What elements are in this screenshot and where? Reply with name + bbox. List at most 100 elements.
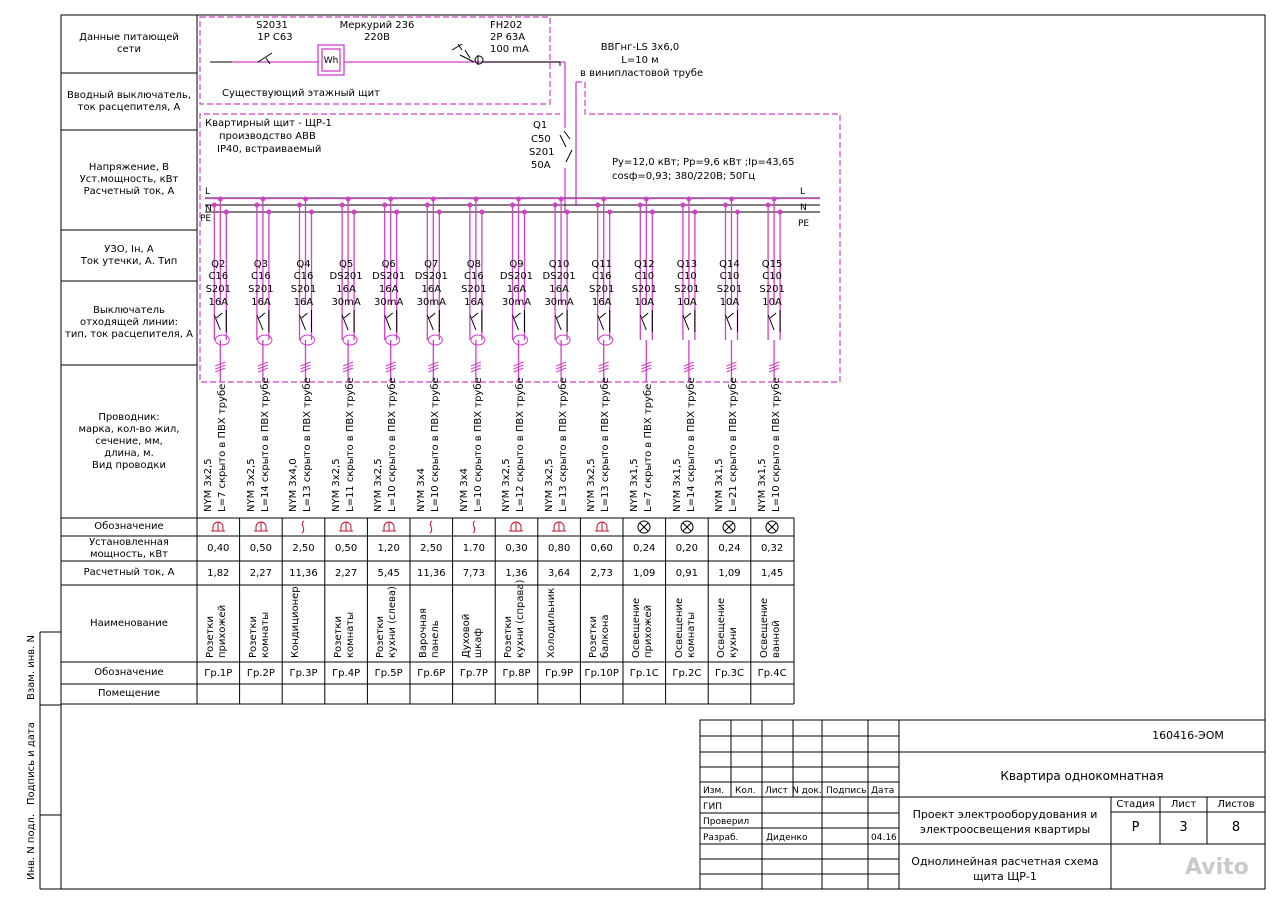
breaker-b3-0: 16A (208, 296, 229, 308)
breaker-b2-5: 16A (421, 283, 442, 295)
sheet-label: Лист (1170, 799, 1197, 810)
name-4: Розетки кухни (слева) (375, 586, 399, 658)
label-room: Помещение (97, 688, 161, 699)
breaker-symbol-q11 (597, 310, 614, 373)
conductor-laying-13: L=10 скрыто в ПВХ трубе (770, 377, 782, 512)
breaker-b2-12: S201 (716, 283, 743, 295)
breaker-b1-9: C16 (591, 270, 612, 282)
hdr-list: Лист (765, 786, 788, 796)
fh202-leak: 100 mA (490, 44, 529, 55)
breaker-b2-10: S201 (631, 283, 658, 295)
breaker-q-8: Q10 (548, 258, 570, 270)
name-8: Холодильник (545, 587, 557, 658)
name-7: Розетки кухни (справа) (503, 579, 527, 658)
meter-label: Меркурий 236 (339, 20, 415, 31)
socket-icon (538, 518, 581, 536)
name-1: Розетки комнаты (247, 611, 271, 658)
current-7: 1,36 (505, 567, 528, 579)
breaker-q-2: Q4 (296, 258, 311, 270)
power-11: 0,20 (675, 543, 699, 554)
feeder-q6 (382, 196, 400, 382)
name-5: Варочная панель (418, 607, 441, 658)
breaker-q-7: Q9 (509, 258, 524, 270)
breaker-b3-11: 10A (677, 296, 697, 308)
socket-icon (197, 518, 240, 536)
conductor-laying-3: L=11 скрыто в ПВХ трубе (344, 377, 356, 512)
conductor-mark-8: NYM 3x2,5 (543, 458, 555, 512)
breaker-b1-3: DS201 (329, 270, 363, 282)
q1-name: Q1 (533, 120, 548, 131)
current-9: 2,73 (590, 567, 613, 579)
breaker-b3-8: 30mA (544, 296, 574, 308)
breaker-b1-11: C10 (677, 270, 697, 282)
current-0: 1,82 (207, 567, 230, 579)
breaker-b1-2: C16 (293, 270, 314, 282)
apartment-panel-line1: Квартирный щит - ЩР-1 (205, 118, 332, 129)
label-power: Установленная мощность, кВт (89, 536, 169, 560)
label-name: Наименование (90, 617, 168, 629)
breaker-b1-1: C16 (251, 270, 271, 282)
breaker-symbol-q9 (512, 310, 528, 373)
designation-3: Гр.4Р (332, 667, 361, 679)
sheet-title: Однолинейная расчетная схема щита ЩР-1 (911, 855, 1099, 883)
hdr-kol: Кол. (735, 786, 756, 796)
sheets-label: Листов (1217, 799, 1255, 810)
doc-code: 160416-ЭОМ (1152, 729, 1224, 742)
q1-current: 50А (531, 160, 551, 171)
bus-n-label-right: N (800, 203, 807, 213)
lamp-icon (623, 518, 666, 536)
hdr-podp: Подпись (826, 786, 867, 796)
power-3: 0,50 (334, 543, 358, 554)
power-10: 0,24 (633, 543, 656, 554)
breaker-b2-7: 16A (506, 283, 527, 295)
power-1: 0,50 (249, 543, 273, 554)
breaker-symbol-q5 (341, 310, 358, 373)
name-9: Розетки балкона (588, 614, 612, 658)
stamp-inv-original: Инв. N подл. (26, 813, 37, 880)
label-designation-2: Обозначение (94, 667, 164, 678)
conductor-mark-3: NYM 3x2,5 (330, 458, 342, 512)
lamp-icon (708, 518, 751, 536)
fh202-rating: 2P 63A (490, 32, 526, 43)
breaker-b3-3: 30mA (331, 296, 361, 308)
cable-icon (453, 518, 496, 536)
cable-in-length: L=10 м (621, 55, 659, 66)
breaker-symbol-q2 (213, 310, 230, 373)
breaker-symbol-q8 (469, 310, 486, 373)
label-rcd: УЗО, Iн, А Ток утечки, А. Тип (80, 243, 178, 267)
sheets-value: 8 (1231, 820, 1241, 835)
conductor-mark-11: NYM 3x1,5 (671, 458, 683, 512)
breaker-b3-10: 10A (634, 296, 655, 308)
breaker-q-1: Q3 (253, 258, 268, 270)
power-12: 0,24 (718, 543, 741, 554)
breaker-b3-7: 30mA (501, 296, 532, 308)
socket-icon (580, 518, 623, 536)
breaker-q-13: Q15 (761, 258, 783, 270)
breaker-q-10: Q12 (633, 258, 655, 270)
sheet-value: 3 (1179, 820, 1188, 835)
breaker-b2-13: S201 (759, 283, 785, 295)
conductor-mark-7: NYM 3x2,5 (501, 458, 513, 512)
stage-value: Р (1131, 820, 1140, 835)
apartment-panel-line2: производство ABB (219, 131, 316, 142)
bus-n-label: N (205, 204, 212, 214)
label-conductor: Проводник: марка, кол-во жил, сечение, м… (78, 411, 180, 471)
label-breaker: Выключатель отходящей линии: тип, ток ра… (65, 305, 193, 340)
current-4: 5,45 (377, 567, 400, 579)
bus-l-label: L (205, 187, 211, 197)
breaker-q-9: Q11 (591, 258, 612, 270)
breaker-b1-13: C10 (762, 270, 782, 282)
current-5: 11,36 (416, 567, 446, 579)
breaker-symbol-q3 (256, 310, 273, 373)
breaker-symbol-q13 (682, 310, 696, 373)
row-checked: Проверил (703, 817, 750, 827)
developer-name: Диденко (766, 833, 808, 843)
breaker-b3-9: 16A (591, 296, 612, 308)
breaker-b3-12: 10A (719, 296, 740, 308)
project-name: Проект электрооборудования и электроосве… (912, 808, 1098, 836)
fh202-label: FH202 (490, 20, 523, 31)
breaker-b3-1: 16A (251, 296, 271, 308)
conductor-laying-0: L=7 скрыто в ПВХ трубе (217, 383, 228, 512)
current-13: 1,45 (760, 567, 784, 579)
designation-5: Гр.6Р (417, 667, 446, 679)
